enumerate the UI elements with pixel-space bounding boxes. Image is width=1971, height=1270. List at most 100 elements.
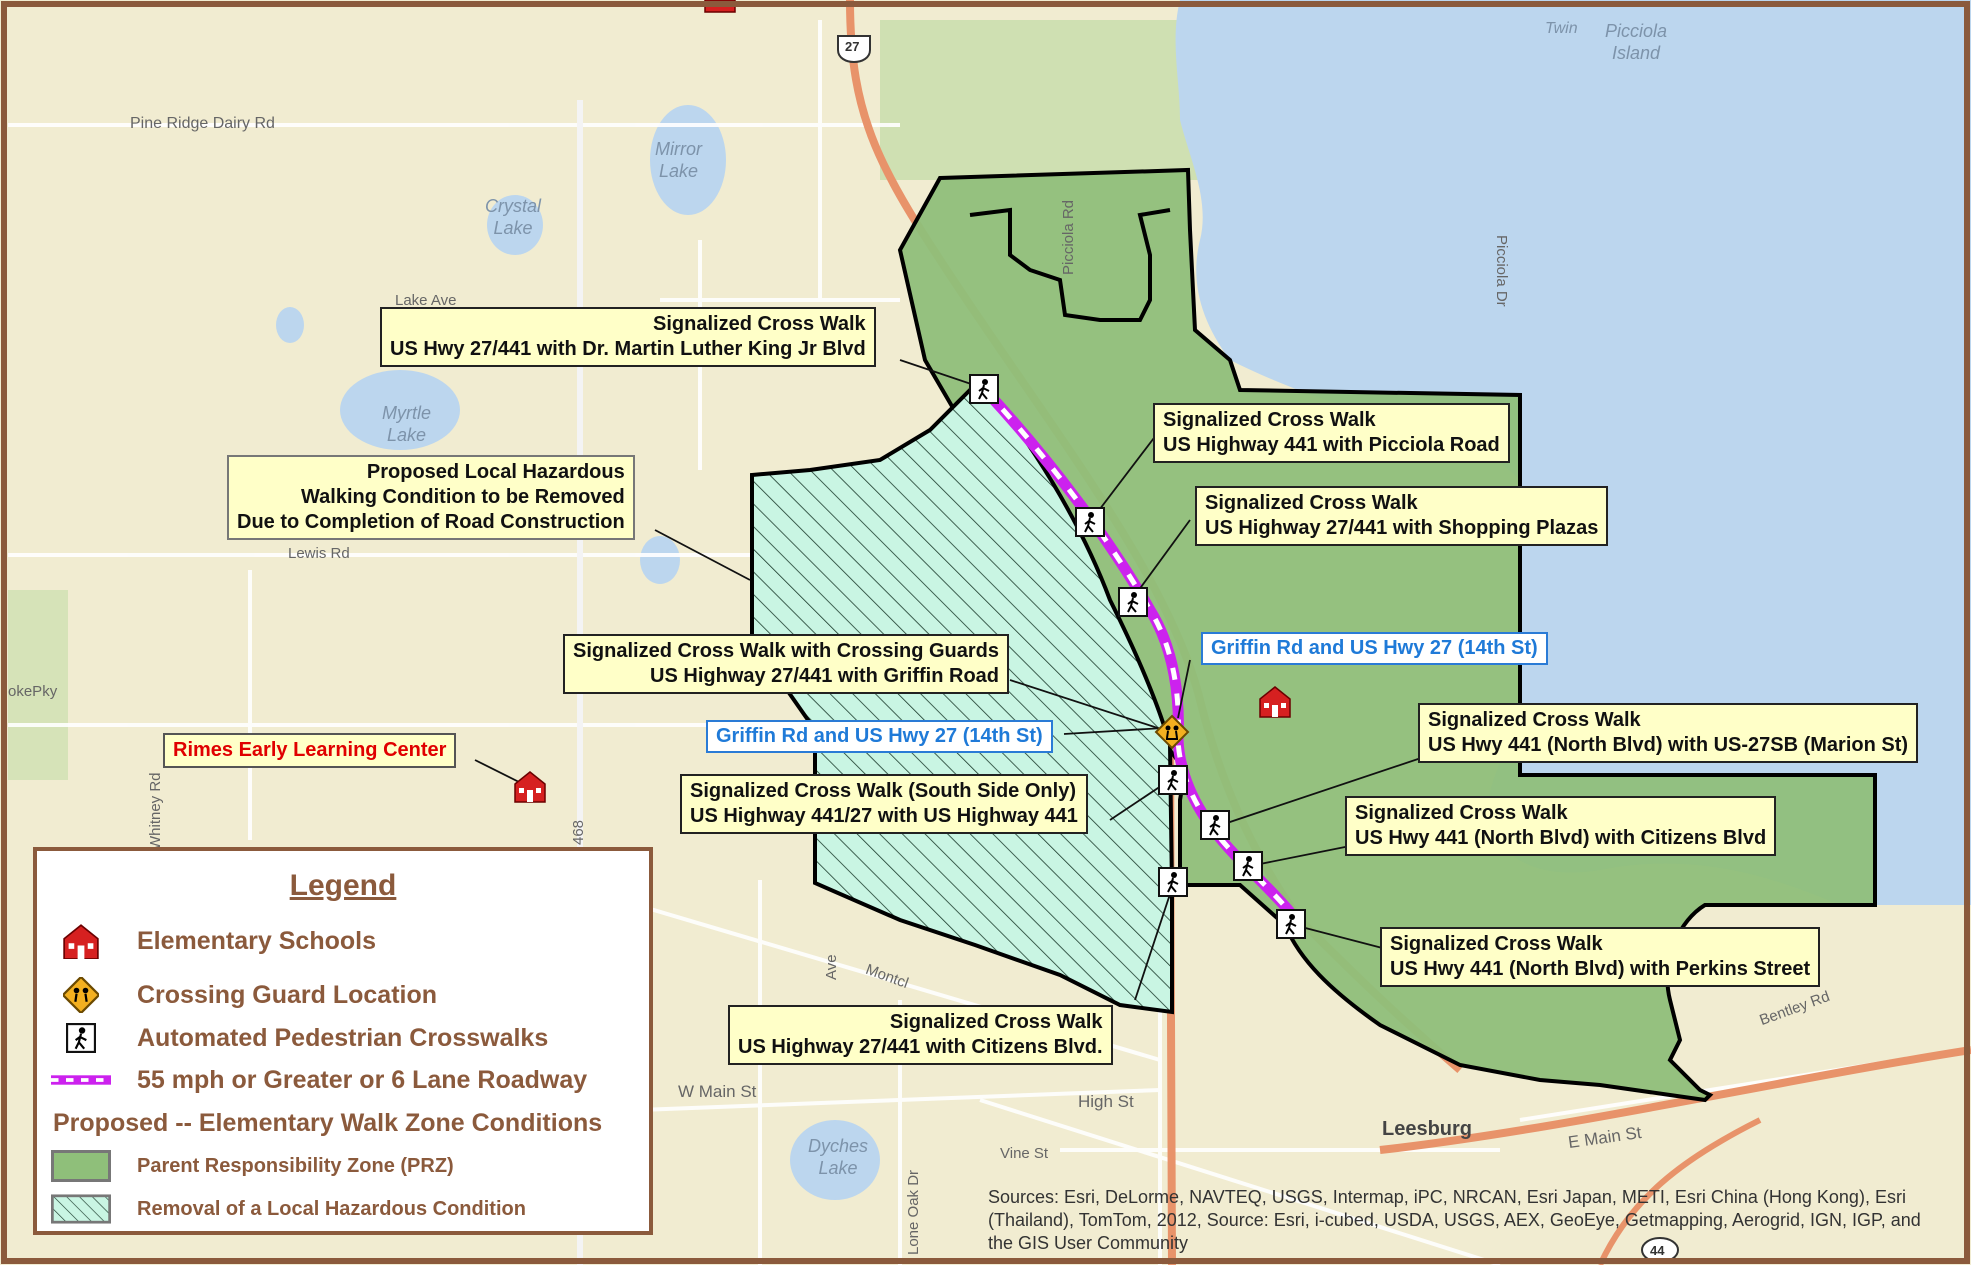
legend-title: Legend (289, 869, 397, 902)
callout-line: Signalized Cross Walk (1205, 492, 1418, 514)
pine-ridge-dairy-rd-label: Pine Ridge Dairy Rd (130, 115, 275, 132)
callout-line: Signalized Cross Walk (South Side Only) (690, 780, 1076, 802)
hwy-27-label: 27 (845, 39, 860, 54)
callout-line: US Hwy 441 (North Blvd) with Perkins Str… (1390, 958, 1811, 980)
legend-label: Parent Responsibility Zone (PRZ) (137, 1154, 454, 1177)
callout-line: Signalized Cross Walk (1163, 409, 1376, 431)
legend-label: Automated Pedestrian Crosswalks (137, 1023, 549, 1052)
callout-line: US Hwy 441 (North Blvd) with Citizens Bl… (1355, 827, 1767, 849)
ike-pky-label: okePky (8, 683, 58, 700)
callout-griffin-location-right[interactable]: Griffin Rd and US Hwy 27 (14th St) (1201, 632, 1548, 665)
picciola-rd-label: Picciola Rd (1060, 199, 1077, 275)
pedestrian-crosswalk-icon (1200, 810, 1230, 840)
vine-st-label: Vine St (1000, 1145, 1049, 1162)
pedestrian-crosswalk-icon (1075, 507, 1105, 537)
callout-line: Proposed Local Hazardous (366, 461, 625, 483)
lewis-rd-label: Lewis Rd (288, 545, 350, 562)
e-main-st-road (1379, 1046, 1971, 1154)
picciola-dr-label: Picciola Dr (1493, 235, 1510, 307)
callout-citizens-blvd-crosswalk[interactable]: Signalized Cross Walk US Highway 27/441 … (728, 1005, 1113, 1065)
legend-label: Elementary Schools (137, 926, 376, 955)
callout-line: US Highway 27/441 with Citizens Blvd. (738, 1036, 1103, 1058)
prz-boundary-detail (969, 207, 1171, 322)
lake-ave-label: Lake Ave (395, 292, 457, 309)
legend-item-schools: Elementary Schools (51, 921, 376, 961)
lake-water (1175, 0, 1971, 905)
callout-line: Signalized Cross Walk (889, 1011, 1103, 1033)
callout-marion-st-crosswalk[interactable]: Signalized Cross Walk US Hwy 441 (North … (1418, 703, 1919, 763)
legend-label: 55 mph or Greater or 6 Lane Roadway (137, 1065, 588, 1094)
mirror-lake-label: Mirror Lake (655, 139, 702, 181)
prz-swatch-icon (51, 1146, 111, 1186)
callout-citizens-blvd-north-crosswalk[interactable]: Signalized Cross Walk US Hwy 441 (North … (1345, 796, 1777, 856)
callout-line: Signalized Cross Walk with Crossing Guar… (573, 640, 1000, 662)
mirror-lake-water (650, 105, 726, 215)
callout-perkins-st-crosswalk[interactable]: Signalized Cross Walk US Hwy 441 (North … (1380, 927, 1821, 987)
ave-label: Ave (823, 954, 840, 980)
callout-mlk-crosswalk[interactable]: Signalized Cross Walk US Hwy 27/441 with… (380, 307, 876, 367)
callout-line: Signalized Cross Walk (1390, 933, 1603, 955)
map-sources-attribution: Sources: Esri, DeLorme, NAVTEQ, USGS, In… (988, 1187, 1921, 1253)
callout-line: US Highway 27/441 with Shopping Plazas (1205, 517, 1599, 539)
callout-line: Walking Condition to be Removed (301, 486, 625, 508)
whitney-rd-label: Whitney Rd (147, 772, 164, 850)
dyches-lake-label: Dyches Lake (808, 1136, 869, 1178)
crystal-lake-label: Crystal Lake (485, 196, 542, 238)
legend-panel: Legend Elementary Schools Crossing Guard… (33, 847, 653, 1235)
street-grid (8, 20, 1901, 1267)
dyches-lake-water (790, 1120, 880, 1200)
pedestrian-crosswalk-icon (1276, 909, 1306, 939)
high-st-label: High St (1078, 1092, 1134, 1111)
hwy-27-shield (837, 35, 871, 64)
callout-line: US Hwy 27/441 with Dr. Martin Luther Kin… (390, 338, 866, 360)
pedestrian-crosswalk-icon (1158, 765, 1188, 795)
callout-line: Signalized Cross Walk (653, 313, 866, 335)
callout-line: US Hwy 441 (North Blvd) with US-27SB (Ma… (1428, 734, 1909, 756)
pond-water (640, 536, 680, 584)
school-icon (514, 771, 546, 803)
crosswalk-markers (969, 374, 1306, 939)
legend-label: Crossing Guard Location (137, 980, 438, 1009)
hwy-44-road (1597, 1117, 1762, 1267)
callout-picciola-crosswalk[interactable]: Signalized Cross Walk US Highway 441 wit… (1153, 403, 1510, 463)
pedestrian-crosswalk-icon (1118, 587, 1148, 617)
callout-griffin-location-left[interactable]: Griffin Rd and US Hwy 27 (14th St) (706, 720, 1053, 753)
legend-label: Removal of a Local Hazardous Condition (137, 1197, 526, 1220)
leesburg-label: Leesburg (1382, 1118, 1473, 1140)
pedestrian-crosswalk-icon (51, 1018, 111, 1058)
twin-label: Twin (1545, 20, 1578, 37)
lone-oak-dr-label: Lone Oak Dr (905, 1169, 922, 1255)
hazard-swatch-icon (51, 1189, 111, 1229)
callout-line: US Highway 441/27 with US Highway 441 (690, 805, 1078, 827)
crossing-guard-icon (1154, 714, 1190, 750)
park-area (880, 20, 1220, 180)
callout-south-side-crosswalk[interactable]: Signalized Cross Walk (South Side Only) … (680, 774, 1088, 834)
callout-rimes-early-learning-center[interactable]: Rimes Early Learning Center (163, 733, 457, 768)
legend-item-prz: Parent Responsibility Zone (PRZ) (51, 1146, 454, 1186)
pedestrian-crosswalk-icon (969, 374, 999, 404)
myrtle-lake-water (340, 370, 460, 450)
legend-item-crossing-guard: Crossing Guard Location (51, 975, 437, 1015)
callout-line: US Highway 27/441 with Griffin Road (650, 665, 1000, 687)
callout-line: US Highway 441 with Picciola Road (1163, 434, 1500, 456)
picciola-island-label: Picciola Island (1605, 21, 1668, 63)
callout-line: Due to Completion of Road Construction (237, 511, 625, 533)
callout-griffin-crossing-guards[interactable]: Signalized Cross Walk with Crossing Guar… (563, 634, 1010, 694)
myrtle-lake-label: Myrtle Lake (382, 403, 431, 445)
pond-water (276, 307, 304, 343)
legend-item-hazard: Removal of a Local Hazardous Condition (51, 1189, 526, 1229)
roadway-line-icon (51, 1060, 111, 1100)
hwy-44-label: 44 (1650, 1243, 1665, 1258)
legend-item-roadway: 55 mph or Greater or 6 Lane Roadway (51, 1060, 587, 1100)
callout-shopping-plazas-crosswalk[interactable]: Signalized Cross Walk US Highway 27/441 … (1195, 486, 1609, 546)
callout-line: Signalized Cross Walk (1428, 709, 1641, 731)
pedestrian-crosswalk-icon (1233, 851, 1263, 881)
pedestrian-crosswalk-icon (1158, 867, 1188, 897)
w-main-st-label: W Main St (678, 1082, 757, 1101)
callout-hazard-removal[interactable]: Proposed Local Hazardous Walking Conditi… (227, 455, 635, 540)
legend-item-crosswalks: Automated Pedestrian Crosswalks (51, 1018, 548, 1058)
school-icon (51, 921, 111, 961)
park-area (8, 590, 68, 780)
school-icon (1259, 686, 1291, 718)
